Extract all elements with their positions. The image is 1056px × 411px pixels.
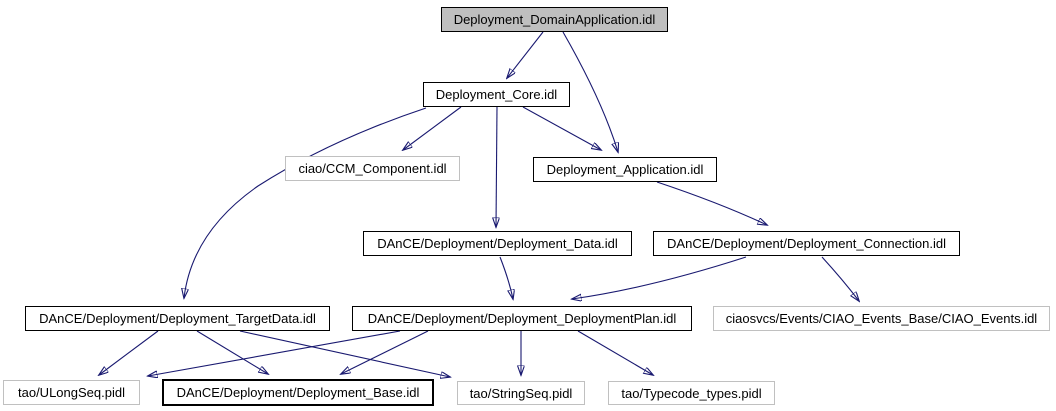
node-deployment-connection[interactable]: DAnCE/Deployment/Deployment_Connection.i…	[653, 231, 960, 256]
node-typecode-types: tao/Typecode_types.pidl	[608, 381, 775, 405]
edge-targetdata-to-ulongseq	[99, 330, 159, 375]
edge-targetdata-to-stringseq	[239, 330, 450, 377]
edge-data-to-deploymentplan	[499, 256, 513, 299]
edge-domainapplication-to-core	[507, 31, 544, 78]
node-deployment-domainapplication: Deployment_DomainApplication.idl	[441, 7, 668, 32]
node-deployment-data[interactable]: DAnCE/Deployment/Deployment_Data.idl	[363, 231, 632, 256]
edge-deploymentplan-to-typecode-types	[577, 330, 653, 375]
node-stringseq: tao/StringSeq.pidl	[457, 381, 585, 405]
node-deployment-core[interactable]: Deployment_Core.idl	[423, 82, 570, 107]
edge-core-to-ccm-component	[403, 106, 462, 150]
edge-core-to-data	[496, 106, 497, 227]
edge-targetdata-to-base	[196, 330, 268, 374]
edge-core-to-targetdata	[184, 107, 427, 298]
edge-deploymentplan-to-ulongseq	[148, 330, 401, 376]
edge-deploymentplan-to-base	[341, 330, 429, 374]
edge-core-to-application	[522, 106, 601, 150]
edge-domainapplication-to-application	[562, 31, 618, 152]
node-ciao-events: ciaosvcs/Events/CIAO_Events_Base/CIAO_Ev…	[713, 306, 1050, 331]
node-ccm-component: ciao/CCM_Component.idl	[285, 156, 460, 181]
node-ulongseq: tao/ULongSeq.pidl	[3, 380, 140, 405]
node-deployment-targetdata[interactable]: DAnCE/Deployment/Deployment_TargetData.i…	[25, 306, 330, 331]
node-deployment-application[interactable]: Deployment_Application.idl	[533, 157, 717, 182]
edge-application-to-connection	[656, 181, 767, 225]
edge-connection-to-ciao-events	[821, 256, 859, 301]
edge-connection-to-deploymentplan	[572, 256, 747, 299]
node-deployment-deploymentplan[interactable]: DAnCE/Deployment/Deployment_DeploymentPl…	[352, 306, 692, 331]
node-deployment-base[interactable]: DAnCE/Deployment/Deployment_Base.idl	[162, 379, 434, 406]
